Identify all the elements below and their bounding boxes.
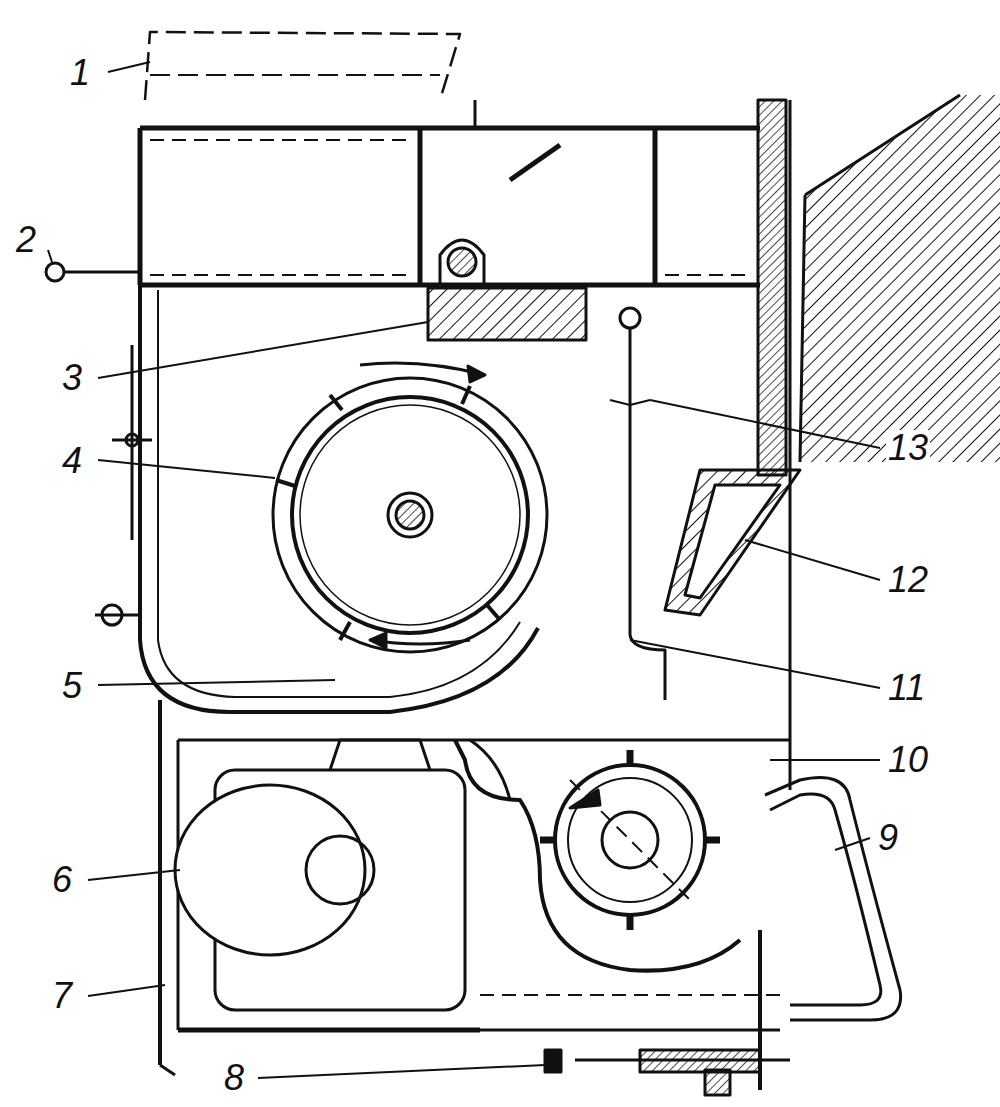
callout-number: 12 bbox=[886, 562, 930, 598]
callout-number: 3 bbox=[60, 360, 84, 396]
callout-number: 2 bbox=[14, 222, 38, 258]
callout-number: 11 bbox=[886, 670, 927, 706]
callout-number: 6 bbox=[50, 862, 74, 898]
callout-number: 8 bbox=[222, 1060, 246, 1096]
callout-number: 10 bbox=[886, 742, 930, 778]
callout-number: 7 bbox=[50, 978, 74, 1014]
callout-number: 5 bbox=[60, 668, 84, 704]
callout-number: 9 bbox=[876, 820, 900, 856]
callout-number: 13 bbox=[886, 430, 930, 466]
callout-number: 1 bbox=[68, 55, 92, 91]
callout-number: 4 bbox=[60, 443, 84, 479]
